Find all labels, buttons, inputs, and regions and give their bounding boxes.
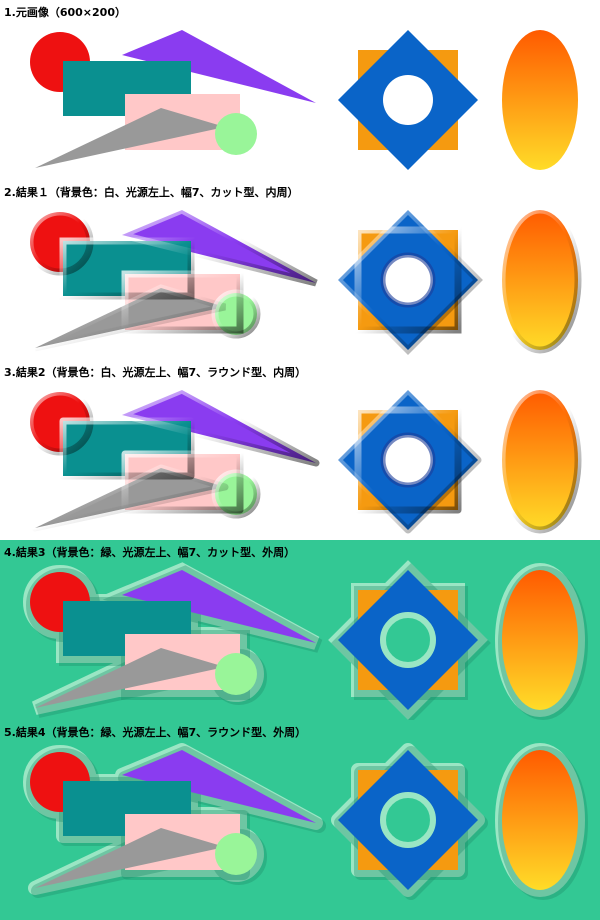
panel-title: 4.結果3（背景色：緑、光源左上、幅7、カット型、外周） bbox=[4, 546, 296, 559]
purple-triangle bbox=[122, 210, 316, 283]
panel-result-3: 4.結果3（背景色：緑、光源左上、幅7、カット型、外周） bbox=[0, 540, 600, 720]
gray-triangle bbox=[35, 468, 225, 528]
orange-ellipse bbox=[502, 570, 578, 710]
gray-triangle bbox=[35, 288, 225, 348]
orange-ellipse bbox=[502, 210, 578, 350]
shapes-canvas bbox=[23, 743, 588, 900]
shapes-canvas bbox=[23, 560, 588, 720]
panel-result-4: 5.結果4（背景色：緑、光源左上、幅7、ラウンド型、外周） bbox=[0, 720, 600, 900]
gray-triangle bbox=[35, 828, 225, 888]
light-green-circle bbox=[215, 113, 257, 155]
orange-ellipse bbox=[502, 390, 578, 530]
panel-title: 3.結果2（背景色：白、光源左上、幅7、ラウンド型、内周） bbox=[4, 366, 307, 379]
shapes-canvas bbox=[26, 205, 582, 355]
diamond-hole bbox=[383, 435, 433, 485]
purple-triangle bbox=[122, 30, 316, 103]
orange-ellipse bbox=[502, 30, 578, 170]
purple-triangle bbox=[122, 570, 316, 643]
purple-triangle bbox=[122, 750, 316, 823]
purple-triangle bbox=[122, 390, 316, 463]
orange-ellipse bbox=[502, 750, 578, 890]
panel-original: 1.元画像（600×200） bbox=[0, 0, 600, 180]
panel-result-1: 2.結果１（背景色：白、光源左上、幅7、カット型、内周） bbox=[0, 180, 600, 360]
gray-triangle bbox=[35, 108, 225, 168]
gray-triangle bbox=[35, 648, 225, 708]
shapes-canvas bbox=[30, 30, 578, 170]
diamond-hole bbox=[385, 617, 431, 663]
diamond-hole bbox=[383, 255, 433, 305]
shapes-canvas bbox=[26, 386, 582, 534]
diamond-hole bbox=[383, 75, 433, 125]
panel-title: 2.結果１（背景色：白、光源左上、幅7、カット型、内周） bbox=[4, 186, 299, 199]
light-green-circle bbox=[215, 653, 257, 695]
diamond-hole bbox=[385, 797, 431, 843]
panel-title: 1.元画像（600×200） bbox=[4, 6, 126, 19]
panel-title: 5.結果4（背景色：緑、光源左上、幅7、ラウンド型、外周） bbox=[4, 726, 307, 739]
light-green-circle bbox=[215, 833, 257, 875]
panel-result-2: 3.結果2（背景色：白、光源左上、幅7、ラウンド型、内周） bbox=[0, 360, 600, 540]
